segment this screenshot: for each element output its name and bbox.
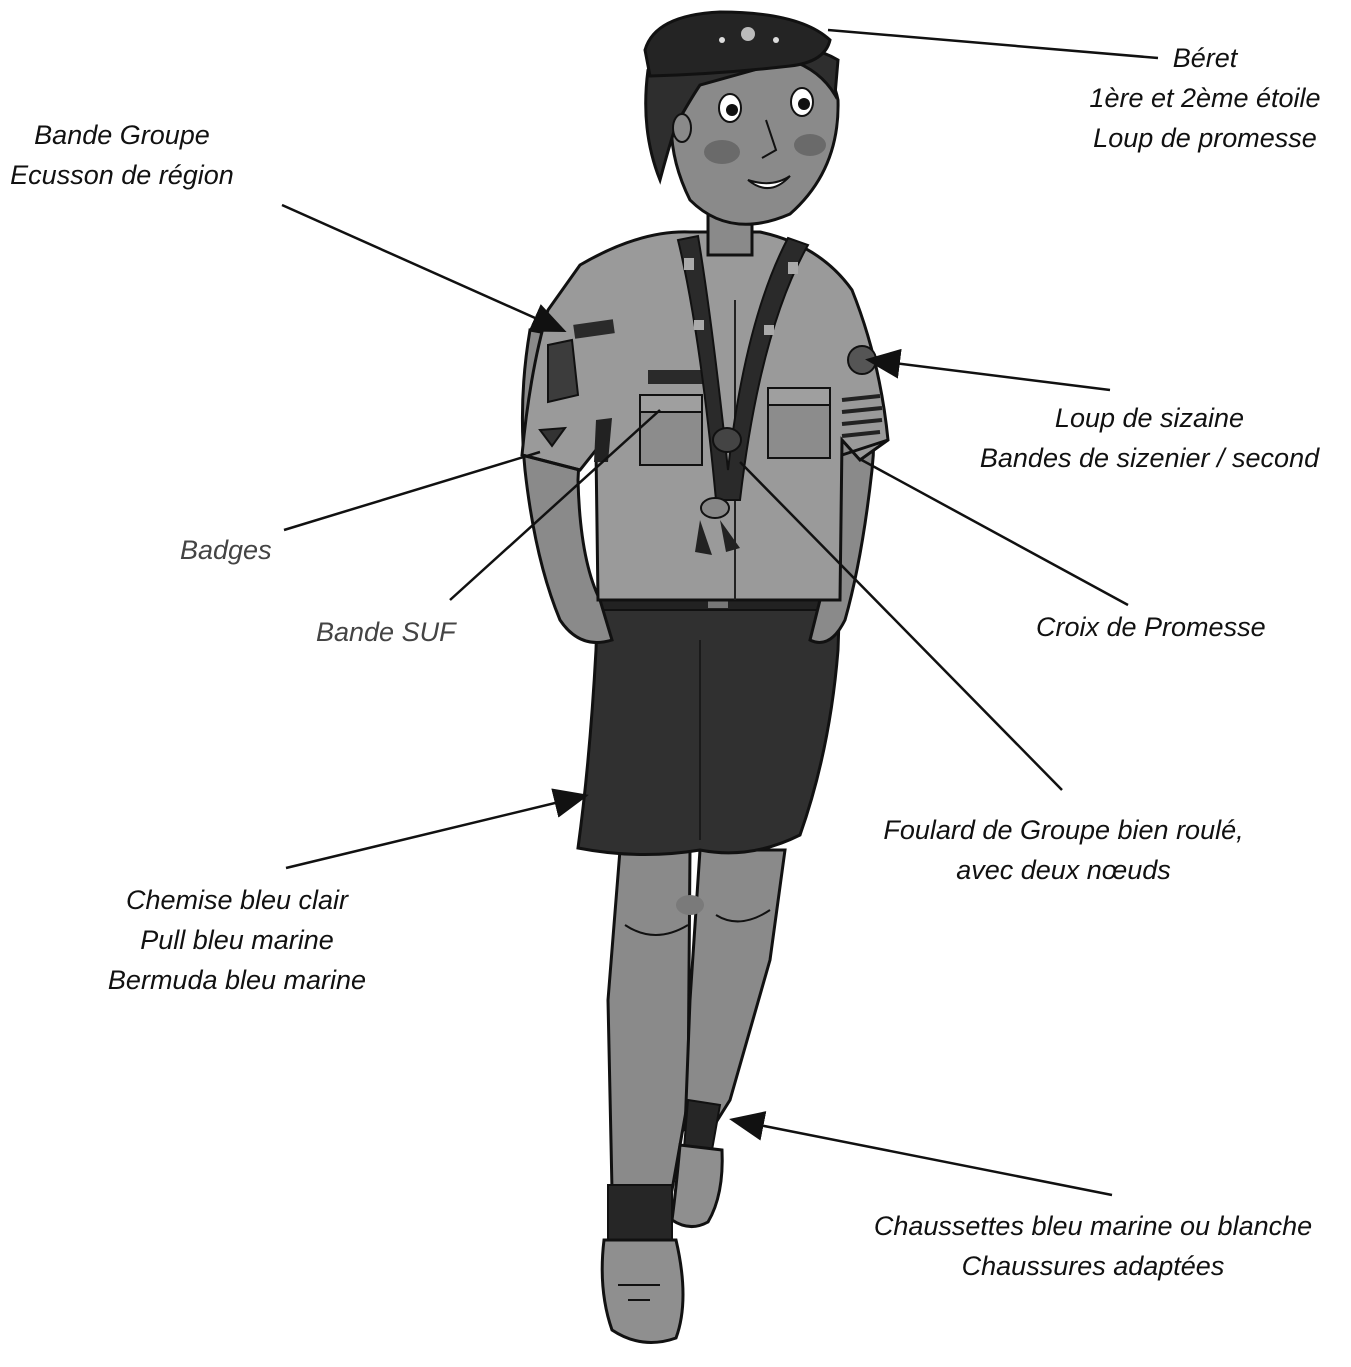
chaussettes-pointer <box>734 1120 1112 1195</box>
bande-groupe-pointer <box>282 205 562 330</box>
label-bande-groupe: Bande Groupe Ecusson de région <box>4 115 240 195</box>
badges-pointer <box>284 452 540 530</box>
croix-pointer <box>858 458 1128 605</box>
label-beret: Béret 1ère et 2ème étoile Loup de promes… <box>1080 38 1330 158</box>
label-badges: Badges <box>180 530 272 570</box>
head <box>645 12 838 255</box>
label-loup-sizaine: Loup de sizaine Bandes de sizenier / sec… <box>972 398 1327 478</box>
shorts <box>578 590 840 855</box>
label-croix-promesse: Croix de Promesse <box>1036 607 1266 647</box>
chemise-pointer <box>286 796 584 868</box>
loup-sizaine-pointer <box>870 360 1110 390</box>
label-chaussettes: Chaussettes bleu marine ou blanche Chaus… <box>858 1206 1328 1286</box>
label-foulard: Foulard de Groupe bien roulé, avec deux … <box>866 810 1261 890</box>
label-bande-suf: Bande SUF <box>316 612 456 652</box>
label-chemise: Chemise bleu clair Pull bleu marine Berm… <box>92 880 382 1000</box>
